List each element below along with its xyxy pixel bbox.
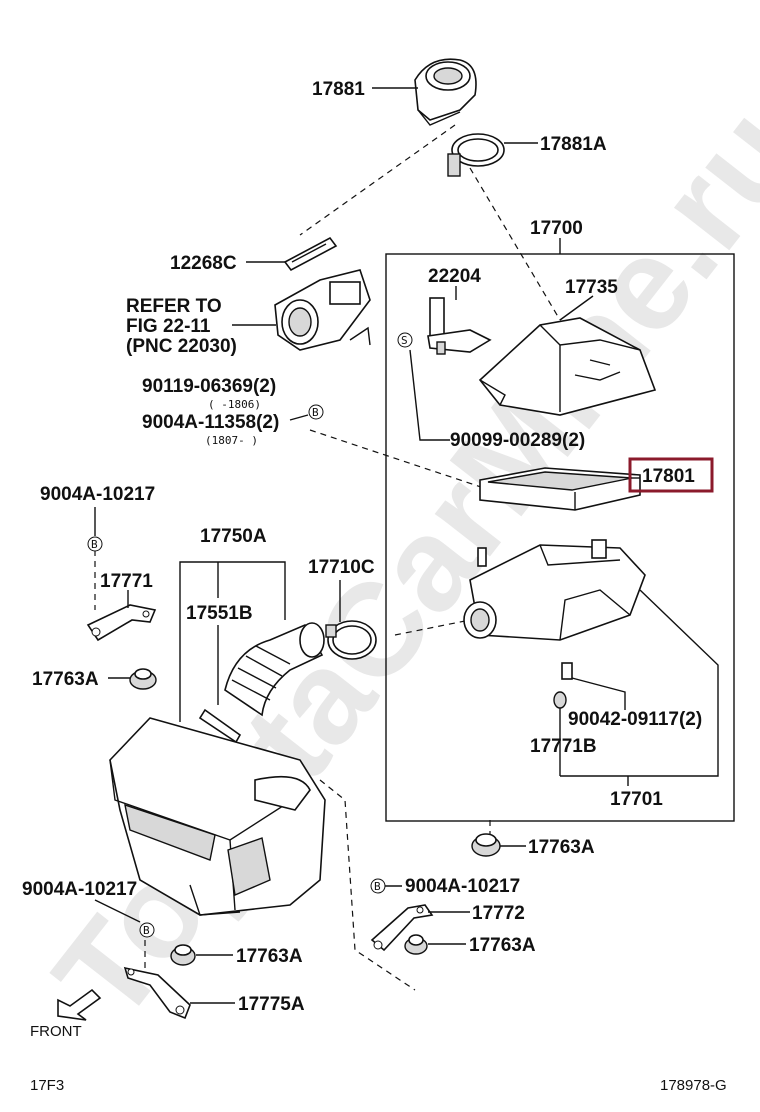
label-17771[interactable]: 17771 [100,571,153,592]
marker-b-4-text: B [374,880,381,893]
guide-line-2 [469,167,561,321]
leader-9004A-10217-left [94,899,141,923]
part-17710C-hose-clamp[interactable] [325,620,377,660]
marker-b-3 [139,922,155,938]
label-17763A-right[interactable]: 17763A [469,935,536,956]
part-17881-intake-duct[interactable] [414,58,477,126]
refer-line-2: FIG 22-11 [126,316,211,337]
part-17775A-bracket[interactable] [123,966,191,1020]
part-90042-09117-grommet[interactable] [553,662,573,709]
highlight-17801 [628,457,714,493]
leader-17750A [179,561,286,722]
part-17763A-mount-left[interactable] [129,668,157,690]
label-9004A-11358-range: (1807- ) [205,434,258,447]
label-9004A-10217-left[interactable]: 9004A-10217 [22,879,137,900]
label-90119-06369[interactable]: 90119-06369(2) [142,376,276,397]
front-arrow-icon [57,988,102,1021]
part-22204-air-flow-meter[interactable] [427,297,492,355]
label-90099-00289[interactable]: 90099-00289(2) [450,430,585,451]
refer-line-1: REFER TO [126,296,222,317]
label-9004A-11358[interactable]: 9004A-11358(2) [142,412,279,433]
label-17772[interactable]: 17772 [472,903,525,924]
leader-90099 [409,349,450,441]
guide-line-3 [309,429,521,501]
guide-line-1 [299,124,456,236]
part-throttle-body-refer[interactable] [274,269,371,351]
label-17775A[interactable]: 17775A [238,994,305,1015]
part-17771-bracket[interactable] [86,604,157,642]
watermark-text: ToyotaCarMine.ru [26,80,760,1047]
label-90119-range: ( -1806) [208,398,261,411]
refer-line-3: (PNC 22030) [126,336,237,357]
label-17763A-left[interactable]: 17763A [32,669,99,690]
part-17801-filter-element[interactable] [479,467,641,511]
part-17763A-mount-bottom[interactable] [170,944,196,966]
label-22204[interactable]: 22204 [428,266,481,287]
label-90042-09117[interactable]: 90042-09117(2) [568,709,702,730]
part-air-cleaner-case-lower[interactable] [109,717,326,916]
part-17881A-hose-clamp[interactable] [447,133,505,177]
marker-b-3-text: B [143,924,150,937]
marker-b-2 [87,536,103,552]
label-9004A-10217-top[interactable]: 9004A-10217 [40,484,155,505]
corner-code-right: 178978-G [660,1077,727,1094]
part-17763A-mount-right[interactable] [404,934,428,955]
part-17772-bracket[interactable] [370,904,434,952]
marker-s [397,332,413,348]
label-12268C[interactable]: 12268C [170,253,237,274]
label-17881[interactable]: 17881 [312,79,365,100]
leader-90042 [571,677,626,710]
label-17763A-mid[interactable]: 17763A [528,837,595,858]
part-12268C-gasket[interactable] [283,236,338,272]
marker-b-1 [308,404,324,420]
label-17710C[interactable]: 17710C [308,557,375,578]
part-17701-lower-case[interactable] [463,539,646,641]
part-17763A-mount-mid[interactable] [471,833,501,857]
label-17735[interactable]: 17735 [565,277,618,298]
label-17750A[interactable]: 17750A [200,526,267,547]
label-9004A-10217-right[interactable]: 9004A-10217 [405,876,520,897]
guide-line-5 [319,779,416,991]
leader-17701 [628,589,719,777]
corner-code-left: 17F3 [30,1077,64,1094]
marker-s-text: S [401,334,408,347]
part-17750A-air-hose[interactable] [224,622,325,717]
front-label: FRONT [30,1023,82,1040]
label-17771B[interactable]: 17771B [530,736,597,757]
label-17801[interactable]: 17801 [642,466,695,487]
label-17551B[interactable]: 17551B [186,603,253,624]
label-17700[interactable]: 17700 [530,218,583,239]
leader-17735 [559,295,594,321]
leader-9004A-11358 [289,414,309,421]
label-17881A[interactable]: 17881A [540,134,607,155]
part-17735-air-cleaner-cap[interactable] [478,317,657,416]
label-17701[interactable]: 17701 [610,789,663,810]
guide-line-4 [394,619,471,636]
label-17763A-bottom[interactable]: 17763A [236,946,303,967]
marker-b-2-text: B [91,538,98,551]
marker-b-1-text: B [312,406,319,419]
